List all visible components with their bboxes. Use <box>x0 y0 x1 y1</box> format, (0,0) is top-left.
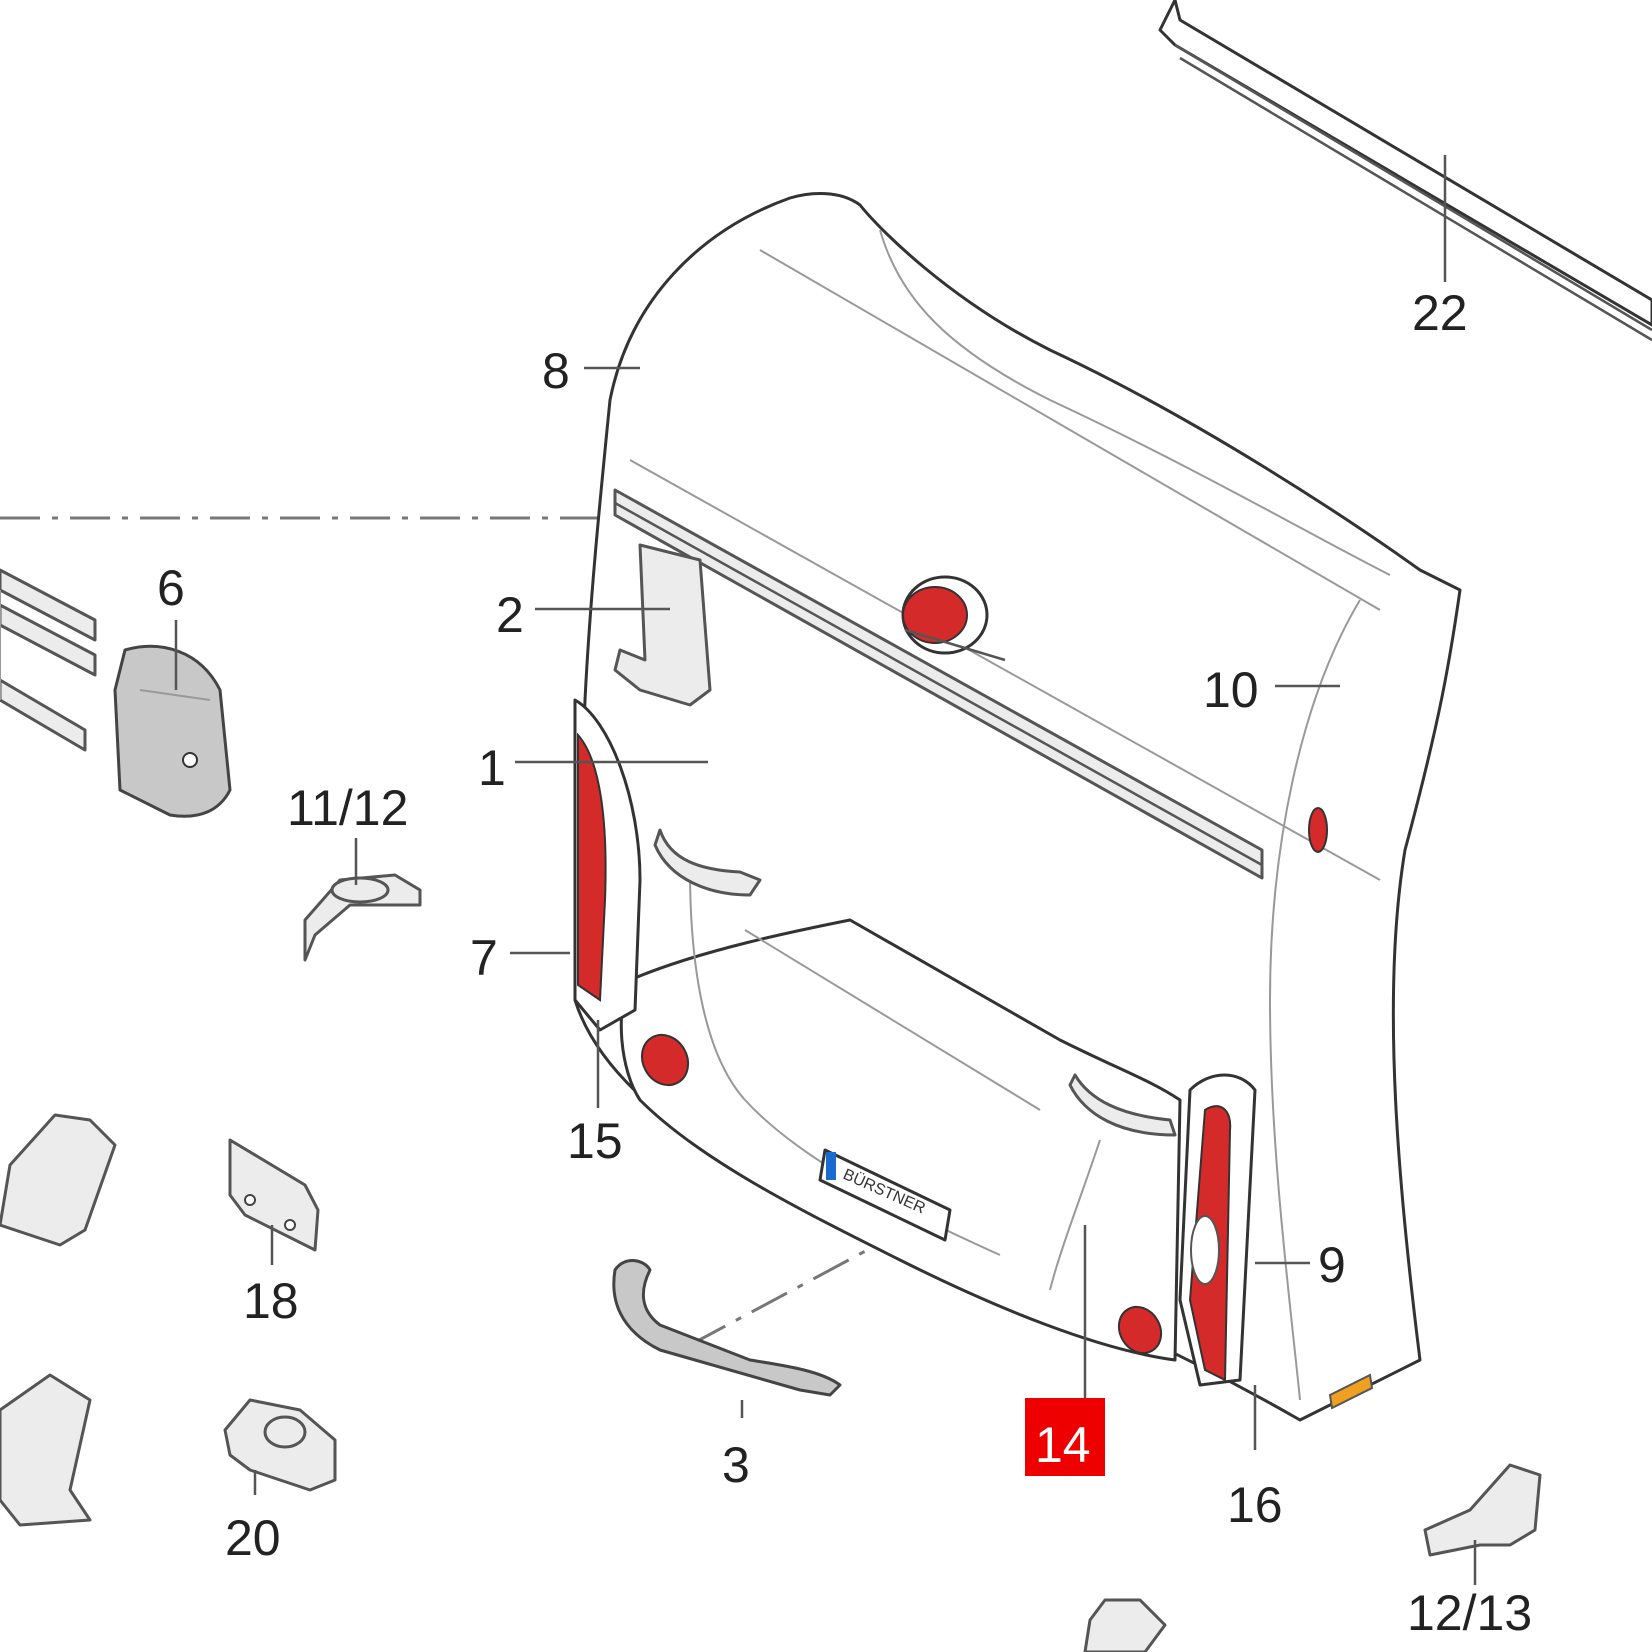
part-2-cover-plate[interactable] <box>613 543 712 707</box>
callout-22[interactable]: 22 <box>1412 285 1468 341</box>
part-3-grab-handle[interactable] <box>612 1259 842 1397</box>
callout-18[interactable]: 18 <box>243 1273 299 1329</box>
part-20-clip[interactable] <box>223 1398 337 1492</box>
bottom-bracket <box>1083 1598 1167 1652</box>
callout-7[interactable]: 7 <box>470 930 498 986</box>
callout-16[interactable]: 16 <box>1227 1477 1283 1533</box>
part-16-right-reflector[interactable] <box>1111 1299 1170 1361</box>
part-9-right-tail-lamp[interactable] <box>1178 1073 1257 1387</box>
rear-badge <box>901 575 1006 662</box>
side-indicator <box>1328 1373 1374 1410</box>
highlight-label-14[interactable]: 14 <box>1035 1417 1091 1473</box>
part-11-12-clip[interactable] <box>303 873 422 962</box>
upper-handle <box>653 828 762 897</box>
callout-9[interactable]: 9 <box>1318 1237 1346 1293</box>
callout-15[interactable]: 15 <box>567 1113 623 1169</box>
callout-8[interactable]: 8 <box>542 343 570 399</box>
callout-12-13[interactable]: 12/13 <box>1407 1585 1532 1641</box>
part-18-plate[interactable] <box>228 1138 320 1252</box>
part-14-rear-panel[interactable] <box>619 869 1182 1362</box>
callout-20[interactable]: 20 <box>225 1510 281 1566</box>
leader-lines <box>174 155 1477 1585</box>
left-profile-rails <box>0 568 97 752</box>
callout-6[interactable]: 6 <box>157 560 185 616</box>
highlight-box-14 <box>1025 1398 1105 1476</box>
rear-wall-rail <box>613 488 1264 880</box>
callout-10[interactable]: 10 <box>1203 662 1259 718</box>
left-bracket-b <box>0 1373 92 1527</box>
callout-1[interactable]: 1 <box>478 740 506 796</box>
callout-11-12[interactable]: 11/12 <box>287 780 408 836</box>
left-bracket-a <box>0 1113 117 1247</box>
part-7-left-tail-lamp[interactable] <box>573 698 642 1032</box>
part-6-bracket-plate[interactable] <box>113 644 232 818</box>
callout-2[interactable]: 2 <box>496 587 524 643</box>
part-12-13-bracket[interactable] <box>1423 1463 1542 1557</box>
part-10-side-marker[interactable] <box>1308 807 1328 853</box>
callout-3[interactable]: 3 <box>722 1437 750 1493</box>
lower-handle <box>1068 1073 1177 1137</box>
part-15-left-reflector[interactable] <box>633 1026 697 1093</box>
part-22-trim-strip[interactable] <box>1158 0 1652 342</box>
